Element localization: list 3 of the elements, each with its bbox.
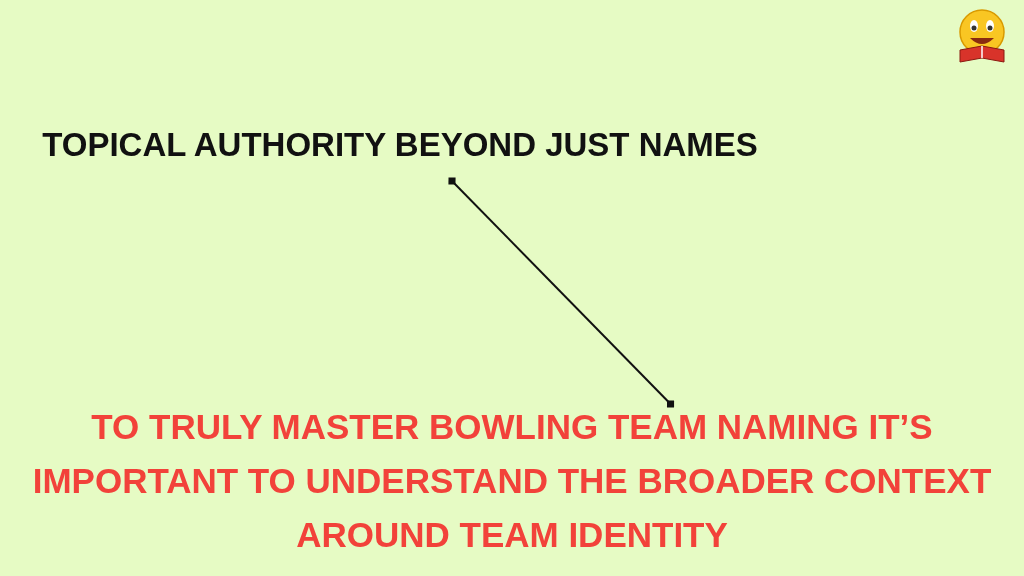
heading-text: TOPICAL AUTHORITY BEYOND JUST NAMES: [41, 125, 759, 165]
body-text: TO TRULY MASTER BOWLING TEAM NAMING IT’S IMPORTANT TO UNDERSTAND THE BROADER CONTEXT AROUND TEAM IDENTITY: [31, 406, 993, 556]
connector-line: [448, 177, 675, 408]
